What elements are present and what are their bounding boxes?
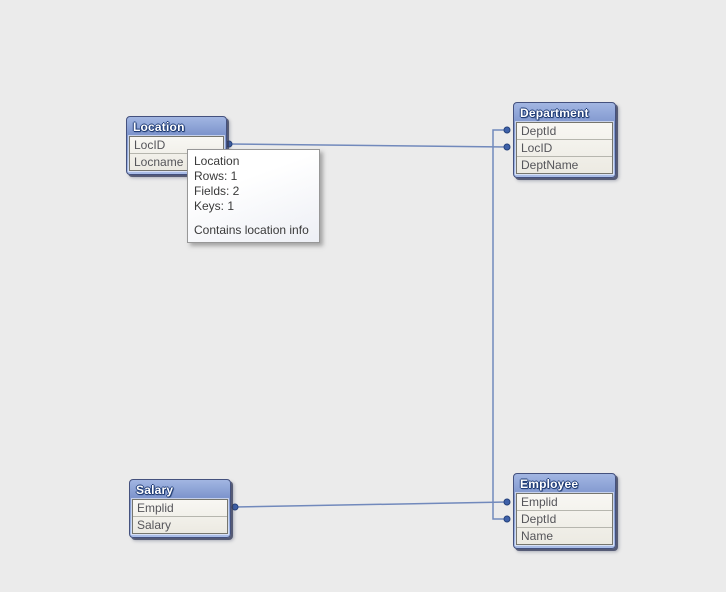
field-row[interactable]: Emplid [521,495,558,509]
table-title-location[interactable]: Location [133,120,185,134]
field-row[interactable]: DeptId [521,124,557,138]
connector-dot [503,498,511,506]
table-title-salary[interactable]: Salary [136,483,174,497]
connector-dot [503,143,511,151]
field-row[interactable]: LocID [134,138,166,152]
field-row[interactable]: DeptName [517,156,612,173]
field-row[interactable]: Salary [133,516,227,533]
field-row[interactable]: DeptId [517,510,612,527]
tooltip-stat-keys: Keys: 1 [194,199,235,213]
table-title-employee[interactable]: Employee [520,477,579,491]
connection-line [228,143,508,148]
field-row[interactable]: Name [517,527,612,544]
tooltip-title: Location [194,154,240,168]
connection-line [492,129,507,520]
connection-line [234,501,508,508]
field-row[interactable]: Locname [130,153,223,170]
field-row[interactable]: LocID [517,139,612,156]
tooltip-stat-rows: Rows: 1 [194,169,238,183]
connector-dot [503,515,511,523]
tooltip-comment: Contains location info [194,223,309,237]
field-row[interactable]: Emplid [137,501,174,515]
table-title-department[interactable]: Department [520,106,589,120]
tooltip-stat-fields: Fields: 2 [194,184,240,198]
connector-dot [503,126,511,134]
connector-dot [231,503,239,511]
table-tooltip: Location Rows: 1 Fields: 2 Keys: 1 Conta… [187,149,320,243]
